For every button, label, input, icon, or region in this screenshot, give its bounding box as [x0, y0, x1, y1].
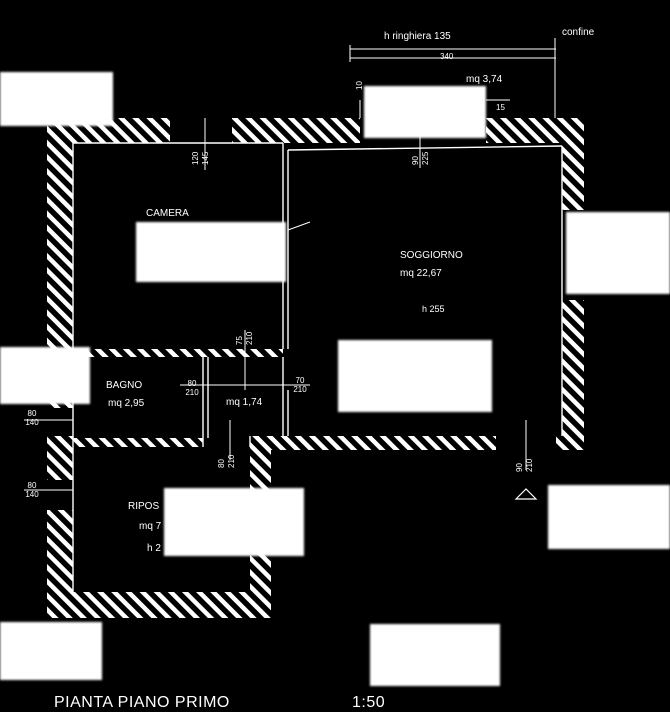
ringhiera-label: h ringhiera 135	[384, 31, 451, 42]
redaction-block	[0, 72, 113, 126]
room-height-riposo: h 2	[147, 543, 161, 554]
balcony-area-label: mq 3,74	[466, 74, 503, 85]
plan-title: PIANTA PIANO PRIMO	[54, 694, 230, 711]
room-name-riposo: RIPOS	[128, 501, 160, 512]
room-area-soggiorno: mq 22,67	[400, 268, 442, 279]
dimension-label: 340	[440, 52, 454, 61]
plan-scale: 1:50	[352, 694, 386, 711]
redaction-block	[338, 340, 492, 412]
room-name-camera: CAMERA	[146, 208, 189, 219]
redaction-block	[548, 485, 670, 549]
dimension-lines	[24, 38, 556, 491]
dimension-label: 75	[235, 336, 244, 345]
room-area-disimpegno: mq 1,74	[226, 397, 263, 408]
redaction-block	[0, 347, 90, 404]
dimension-stack: 80 140	[25, 481, 39, 499]
wall-bagno-bottom	[73, 438, 203, 447]
redaction-block	[136, 222, 286, 282]
redaction-block	[566, 212, 670, 294]
room-height-soggiorno: h 255	[422, 304, 445, 314]
wall-bagno-top	[73, 349, 283, 357]
openings	[47, 118, 584, 510]
dimension-label: 225	[421, 151, 430, 165]
dimension-label: 120	[191, 151, 200, 165]
dimension-label: 10	[355, 81, 364, 90]
dimension-label: 80	[217, 459, 226, 468]
redaction-block	[364, 86, 486, 138]
dimension-label: 210	[245, 331, 254, 345]
room-area-riposo: mq 7	[139, 521, 162, 532]
redaction-block	[0, 622, 102, 680]
dimension-label: 145	[201, 151, 210, 165]
entry-arrow-icon	[514, 488, 538, 500]
dimension-label: 15	[496, 103, 505, 112]
dimension-label: 210	[525, 458, 534, 472]
dimension-stack: 80 210	[185, 379, 199, 397]
room-name-soggiorno: SOGGIORNO	[400, 250, 463, 261]
confine-label: confine	[562, 27, 595, 38]
room-area-bagno: mq 2,95	[108, 398, 145, 409]
wall-bottom-riposo	[47, 592, 271, 618]
redaction-block	[370, 624, 500, 686]
walls	[47, 118, 584, 618]
redaction-block	[164, 488, 304, 556]
dimension-label: 210	[227, 454, 236, 468]
dimension-label: 90	[515, 463, 524, 472]
wall-top	[47, 118, 584, 143]
dimension-stack: 80 140	[25, 409, 39, 427]
dimension-label: 90	[411, 156, 420, 165]
dimension-stack: 70 210	[293, 376, 307, 394]
room-name-bagno: BAGNO	[106, 380, 143, 391]
